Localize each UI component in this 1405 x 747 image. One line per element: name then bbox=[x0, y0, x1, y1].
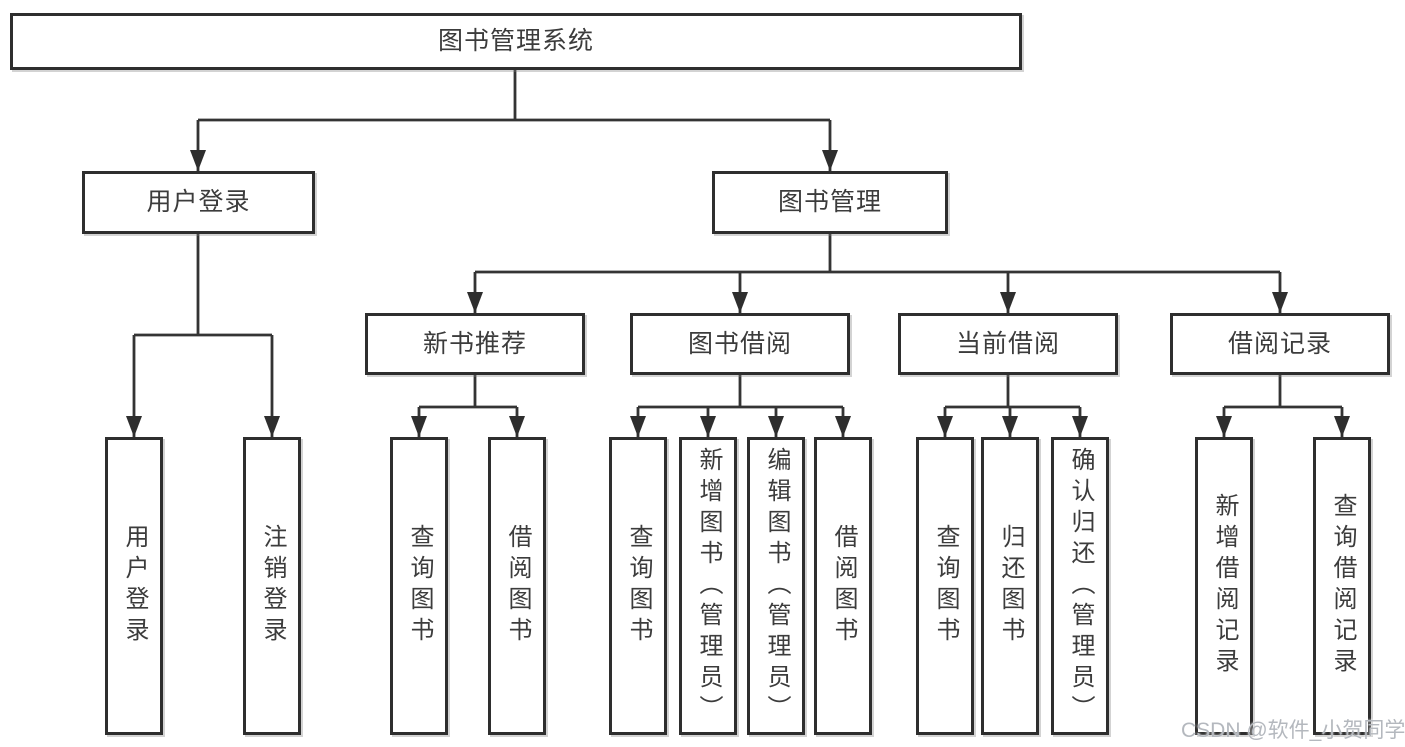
leaf-query-books-recommendation: 查询图书 bbox=[390, 437, 448, 735]
node-label: 当前借阅 bbox=[955, 329, 1060, 358]
leaf-borrow-books-borrowing: 借阅图书 bbox=[814, 437, 872, 735]
node-user-login: 用户登录 bbox=[82, 171, 315, 234]
node-label: 借阅图书 bbox=[830, 524, 857, 648]
leaf-logout-login: 注销登录 bbox=[243, 437, 301, 735]
node-label: 图书借阅 bbox=[687, 329, 792, 358]
leaf-user-login: 用户登录 bbox=[105, 437, 163, 735]
node-label: 查询借阅记录 bbox=[1329, 493, 1356, 679]
leaf-borrow-books-recommendation: 借阅图书 bbox=[488, 437, 546, 735]
leaf-edit-book-admin: 编辑图书（管理员） bbox=[747, 437, 805, 735]
leaf-return-books: 归还图书 bbox=[981, 437, 1039, 735]
node-label: 归还图书 bbox=[997, 524, 1024, 648]
node-label: 确认归还（管理员） bbox=[1067, 446, 1094, 726]
node-label: 用户登录 bbox=[121, 524, 148, 648]
leaf-query-books-borrowing: 查询图书 bbox=[609, 437, 667, 735]
leaf-add-book-admin: 新增图书（管理员） bbox=[679, 437, 737, 735]
node-label: 编辑图书（管理员） bbox=[763, 446, 790, 726]
node-current-borrowing: 当前借阅 bbox=[898, 313, 1118, 375]
node-label: 查询图书 bbox=[625, 524, 652, 648]
node-label: 借阅图书 bbox=[504, 524, 531, 648]
node-label: 用户登录 bbox=[146, 188, 251, 216]
node-label: 查询图书 bbox=[406, 524, 433, 648]
node-label: 新书推荐 bbox=[422, 329, 527, 358]
node-label: 图书管理系统 bbox=[437, 27, 594, 55]
node-borrowing-records: 借阅记录 bbox=[1170, 313, 1390, 375]
leaf-add-borrowing-record: 新增借阅记录 bbox=[1195, 437, 1253, 735]
leaf-confirm-return-admin: 确认归还（管理员） bbox=[1051, 437, 1109, 735]
node-label: 新增借阅记录 bbox=[1211, 493, 1238, 679]
node-book-borrowing: 图书借阅 bbox=[630, 313, 850, 375]
node-label: 查询图书 bbox=[932, 524, 959, 648]
node-new-book-recommendation: 新书推荐 bbox=[365, 313, 585, 375]
node-library-management-system: 图书管理系统 bbox=[10, 13, 1022, 70]
leaf-query-books-current: 查询图书 bbox=[916, 437, 974, 735]
node-label: 借阅记录 bbox=[1227, 329, 1332, 358]
node-label: 新增图书（管理员） bbox=[695, 446, 722, 726]
node-label: 图书管理 bbox=[777, 188, 882, 216]
csdn-watermark: CSDN @软件_小贺同学 bbox=[1181, 719, 1405, 742]
node-book-management: 图书管理 bbox=[712, 171, 948, 234]
node-label: 注销登录 bbox=[259, 524, 286, 648]
leaf-query-borrowing-record: 查询借阅记录 bbox=[1313, 437, 1371, 735]
